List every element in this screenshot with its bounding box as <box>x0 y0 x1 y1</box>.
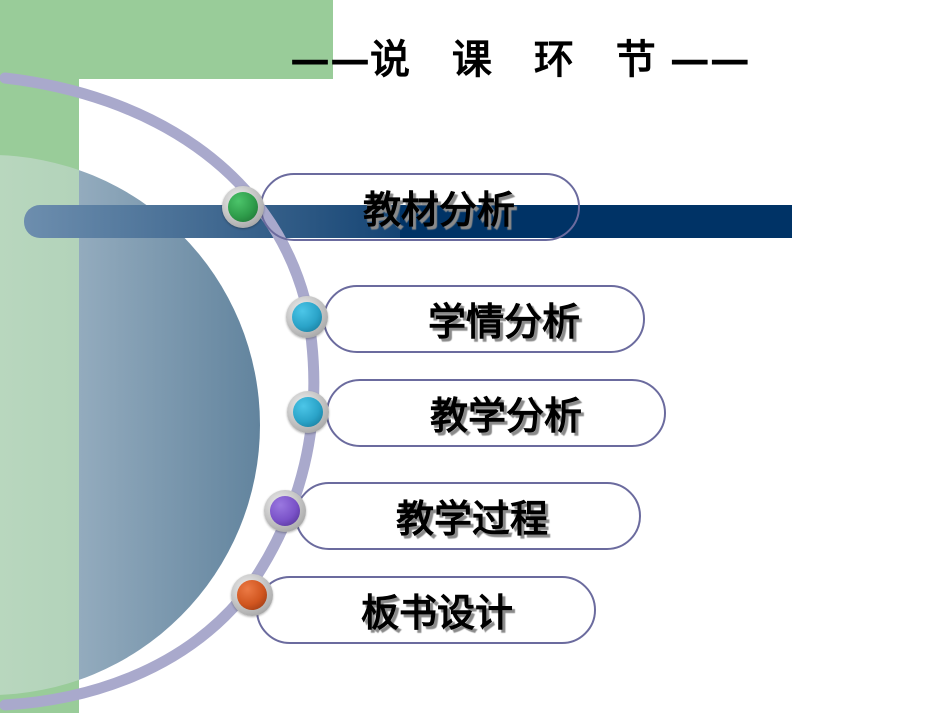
item-label: 教学过程 <box>396 497 549 541</box>
title-suffix: —— <box>669 36 750 83</box>
item-label: 板书设计 <box>361 591 514 635</box>
orange-bullet-icon <box>231 574 273 616</box>
purple-bullet-icon <box>264 490 306 532</box>
title-prefix: —— <box>290 36 370 83</box>
item-label: 教材分析 <box>363 188 516 232</box>
green-corner-block <box>0 0 333 79</box>
teal-bullet-icon <box>286 296 328 338</box>
green-bullet-icon <box>222 186 264 228</box>
half-disc <box>0 155 260 695</box>
page-title: ——说 课 环 节—— <box>290 34 750 86</box>
teal-bullet-icon <box>287 391 329 433</box>
item-label: 学情分析 <box>428 300 581 344</box>
title-text: 说 课 环 节 <box>370 36 670 83</box>
item-label: 教学分析 <box>430 394 583 438</box>
